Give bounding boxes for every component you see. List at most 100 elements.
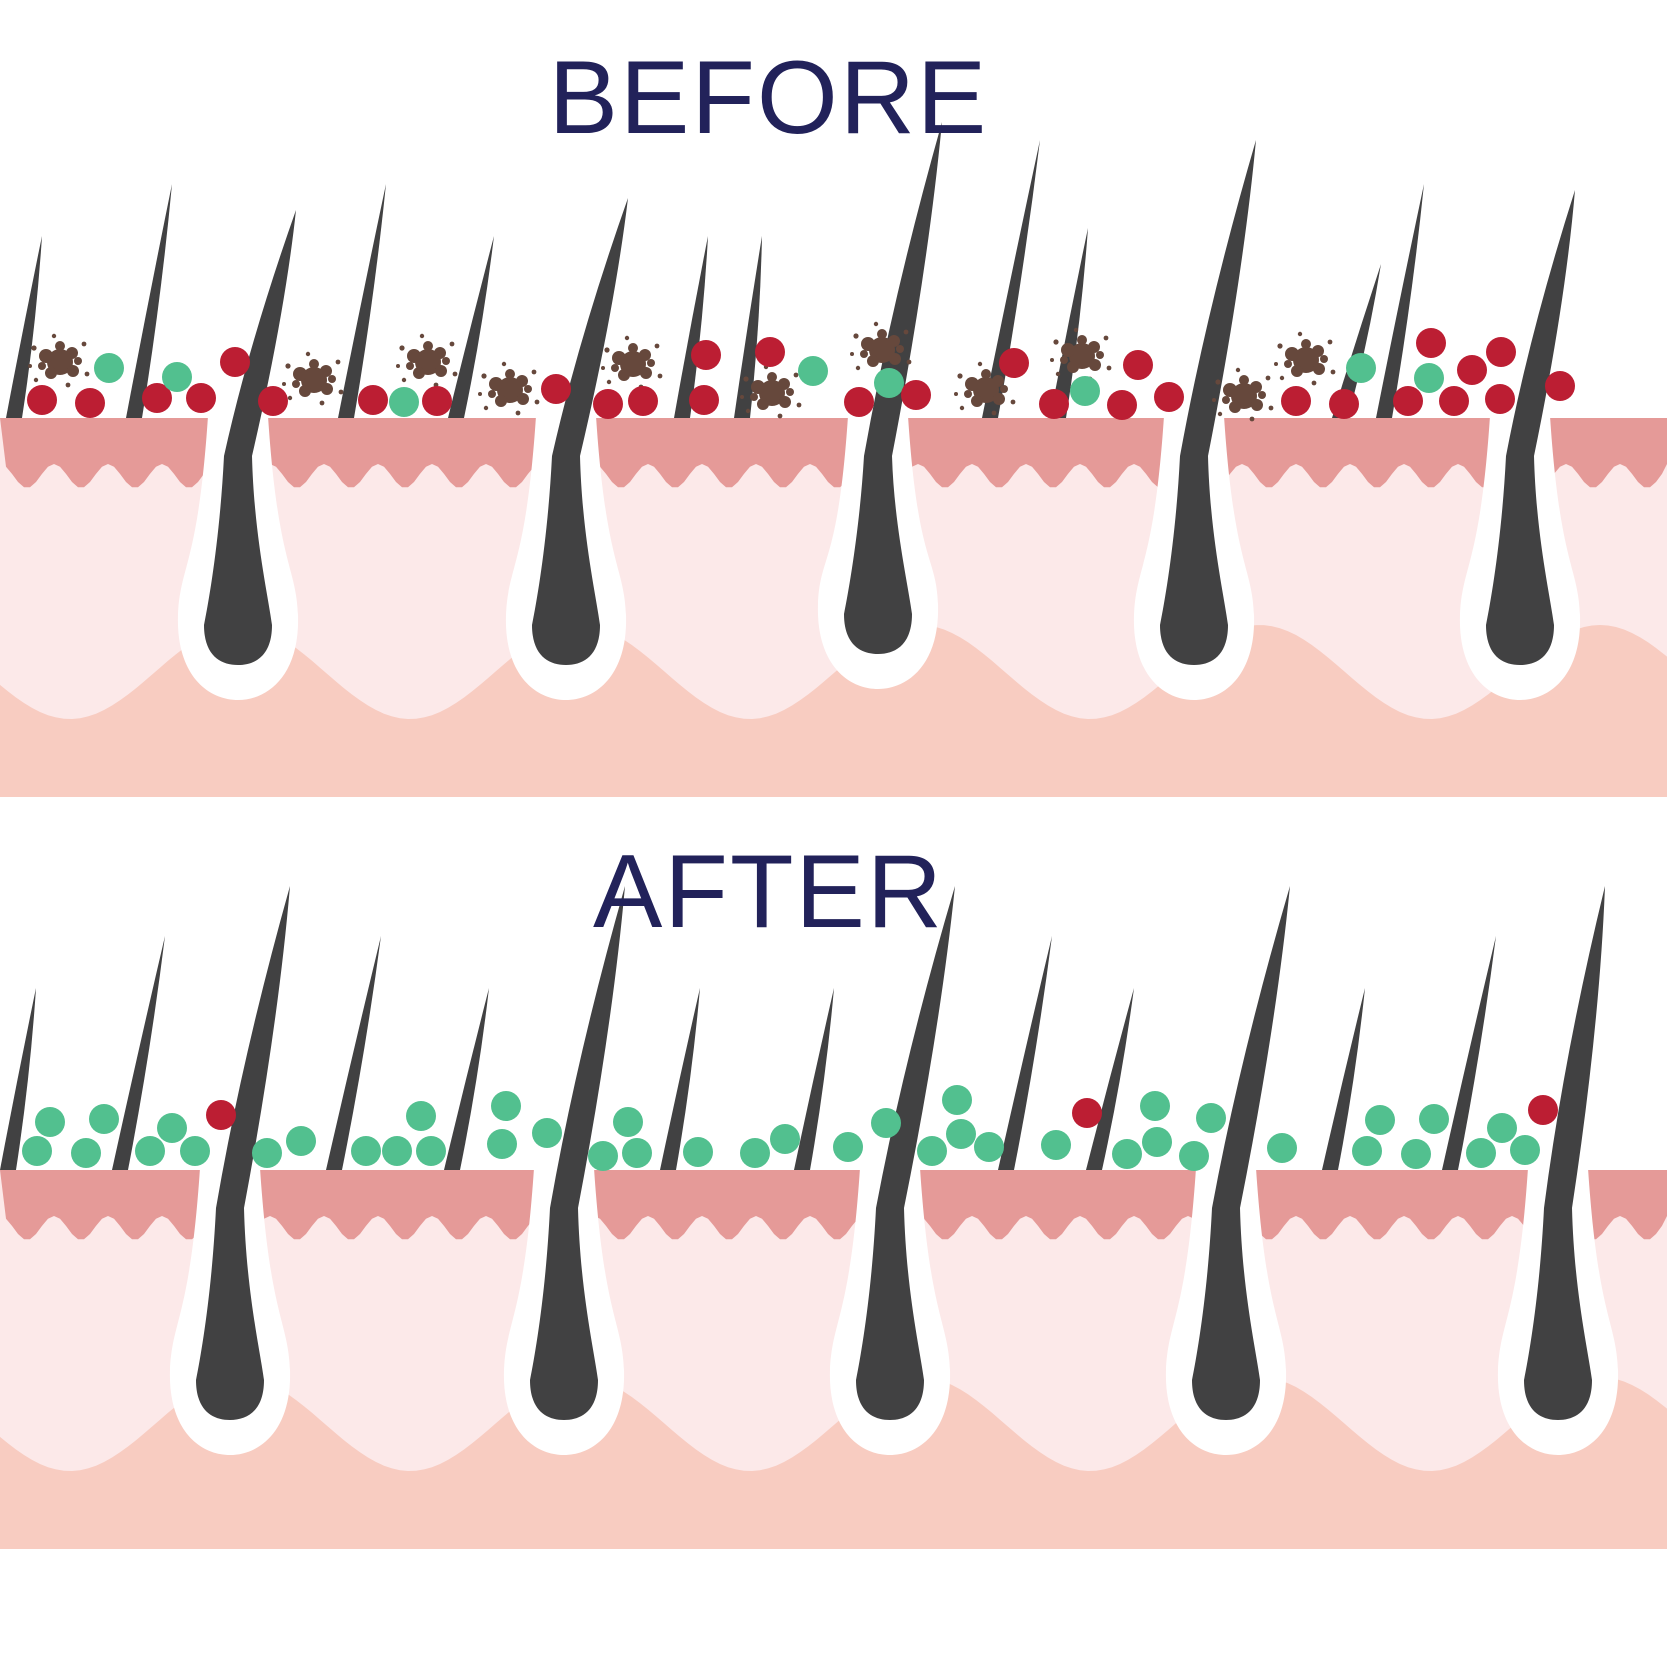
red-dot-icon (1281, 386, 1311, 416)
green-dot-icon (491, 1091, 521, 1121)
hair-shaft-icon (1486, 190, 1575, 665)
hair-strand-icon (338, 184, 386, 418)
hair-strand-icon (674, 236, 708, 418)
hair-shaft-icon (1524, 886, 1605, 1420)
red-dot-icon (358, 385, 388, 415)
hair-strand-icon (982, 140, 1040, 418)
hair-shaft-icon (1160, 140, 1256, 665)
green-dot-icon (180, 1136, 210, 1166)
green-dot-icon (683, 1137, 713, 1167)
green-dot-icon (1419, 1104, 1449, 1134)
green-dot-icon (770, 1124, 800, 1154)
green-dot-icon (532, 1118, 562, 1148)
hair-shaft-icon (530, 886, 625, 1420)
green-dot-icon (798, 356, 828, 386)
hair-strand-icon (1050, 228, 1088, 418)
hair-strand-icon (1442, 936, 1496, 1170)
red-dot-icon (691, 340, 721, 370)
green-dot-icon (22, 1136, 52, 1166)
green-dot-icon (917, 1136, 947, 1166)
green-dot-icon (351, 1136, 381, 1166)
green-dot-icon (382, 1136, 412, 1166)
red-dot-icon (1072, 1098, 1102, 1128)
hair-shaft-icon (204, 210, 296, 665)
green-dot-icon (588, 1141, 618, 1171)
red-dot-icon (1439, 386, 1469, 416)
red-dot-icon (1107, 390, 1137, 420)
red-dot-icon (422, 386, 452, 416)
red-dot-icon (1123, 350, 1153, 380)
before-panel (0, 122, 1667, 797)
dirt-splat-icon (1212, 367, 1274, 422)
hair-strand-icon (6, 236, 42, 418)
dirt-splat-icon (396, 333, 458, 388)
dirt-splat-icon (601, 335, 663, 390)
red-dot-icon (1329, 389, 1359, 419)
dirt-splat-icon (954, 361, 1016, 416)
green-dot-icon (942, 1085, 972, 1115)
green-dot-icon (1352, 1136, 1382, 1166)
before-title: BEFORE (548, 40, 989, 156)
subcutis-layer (0, 625, 1667, 797)
green-dot-icon (35, 1107, 65, 1137)
red-dot-icon (220, 347, 250, 377)
hair-strand-icon (1322, 988, 1365, 1170)
dirt-splat-icon (1050, 327, 1112, 382)
red-dot-icon (1486, 337, 1516, 367)
red-dot-icon (186, 383, 216, 413)
green-dot-icon (135, 1136, 165, 1166)
red-dot-icon (1393, 386, 1423, 416)
green-dot-icon (1510, 1135, 1540, 1165)
red-dot-icon (1485, 384, 1515, 414)
green-dot-icon (1365, 1105, 1395, 1135)
hair-strand-icon (326, 936, 381, 1170)
red-dot-icon (1457, 355, 1487, 385)
red-dot-icon (541, 374, 571, 404)
red-dot-icon (999, 348, 1029, 378)
red-dot-icon (142, 383, 172, 413)
green-dot-icon (1346, 353, 1376, 383)
red-dot-icon (901, 380, 931, 410)
green-dot-icon (416, 1136, 446, 1166)
green-dot-icon (740, 1138, 770, 1168)
red-dot-icon (1416, 328, 1446, 358)
green-dot-icon (1142, 1127, 1172, 1157)
red-dot-icon (206, 1100, 236, 1130)
green-dot-icon (1041, 1130, 1071, 1160)
green-dot-icon (94, 353, 124, 383)
hair-strand-icon (660, 988, 700, 1170)
green-dot-icon (406, 1101, 436, 1131)
red-dot-icon (755, 337, 785, 367)
green-dot-icon (833, 1132, 863, 1162)
green-dot-icon (89, 1104, 119, 1134)
hair-strand-icon (1332, 264, 1381, 418)
green-dot-icon (1466, 1138, 1496, 1168)
green-dot-icon (974, 1132, 1004, 1162)
hair-shaft-icon (856, 886, 955, 1420)
epidermis-layer (0, 418, 1667, 488)
red-dot-icon (1154, 382, 1184, 412)
red-dot-icon (27, 385, 57, 415)
red-dot-icon (628, 386, 658, 416)
green-dot-icon (1179, 1141, 1209, 1171)
green-dot-icon (1140, 1091, 1170, 1121)
green-dot-icon (286, 1126, 316, 1156)
hair-strand-icon (794, 988, 834, 1170)
green-dot-icon (613, 1107, 643, 1137)
red-dot-icon (844, 387, 874, 417)
green-dot-icon (1414, 363, 1444, 393)
green-dot-icon (162, 362, 192, 392)
dirt-splat-icon (850, 321, 912, 376)
green-dot-icon (622, 1138, 652, 1168)
green-dot-icon (157, 1113, 187, 1143)
hair-strand-icon (734, 236, 762, 418)
hair-strand-icon (1376, 184, 1424, 418)
after-panel (0, 886, 1667, 1549)
red-dot-icon (1039, 389, 1069, 419)
red-dot-icon (689, 385, 719, 415)
green-dot-icon (389, 387, 419, 417)
hair-shaft-icon (1192, 886, 1290, 1420)
green-dot-icon (487, 1129, 517, 1159)
dirt-splat-icon (478, 361, 540, 416)
green-dot-icon (871, 1108, 901, 1138)
